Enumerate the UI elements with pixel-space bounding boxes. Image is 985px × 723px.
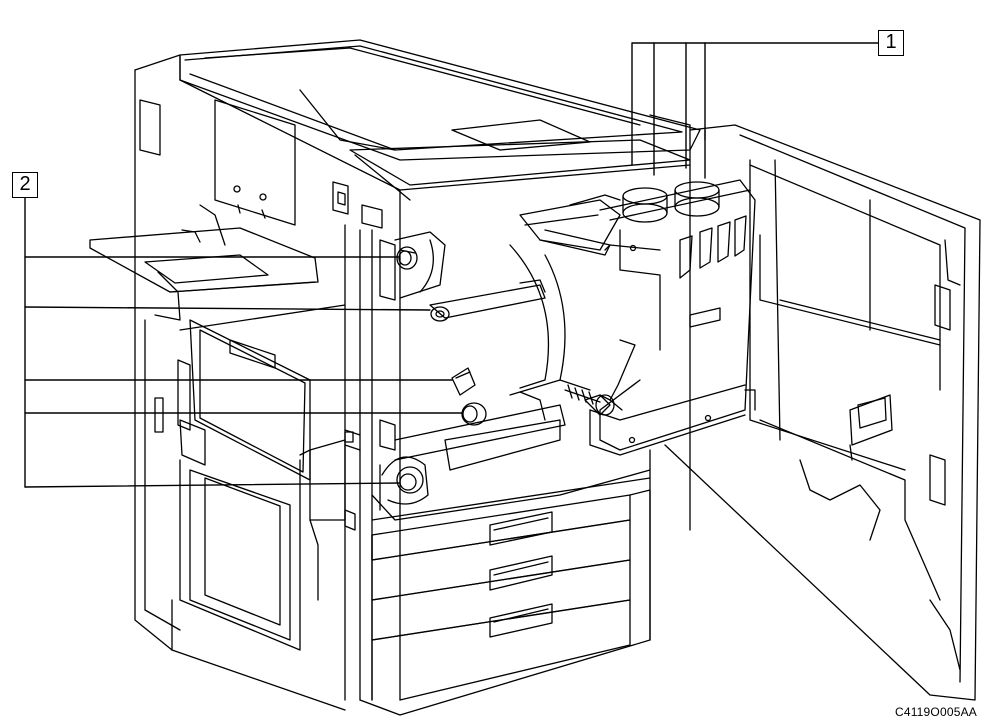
callout-label-2: 2 [12,172,38,198]
callout-2-leaders [25,198,462,487]
knob-lower [462,403,486,425]
callout-label-1: 1 [878,30,904,56]
bypass-tray [90,205,318,320]
callout-1-leaders [632,43,878,178]
copier-body [135,40,700,715]
lower-left-unit [145,305,345,650]
knob-upper [397,247,417,269]
knob-bottom [382,457,428,504]
front-door [665,125,980,700]
paper-trays [372,490,650,700]
toner-unit [520,180,755,455]
figure-code: C4119O005AA [894,705,977,719]
toner-bottles [623,182,719,222]
internal-units [372,232,650,520]
lever-middle [452,368,475,395]
